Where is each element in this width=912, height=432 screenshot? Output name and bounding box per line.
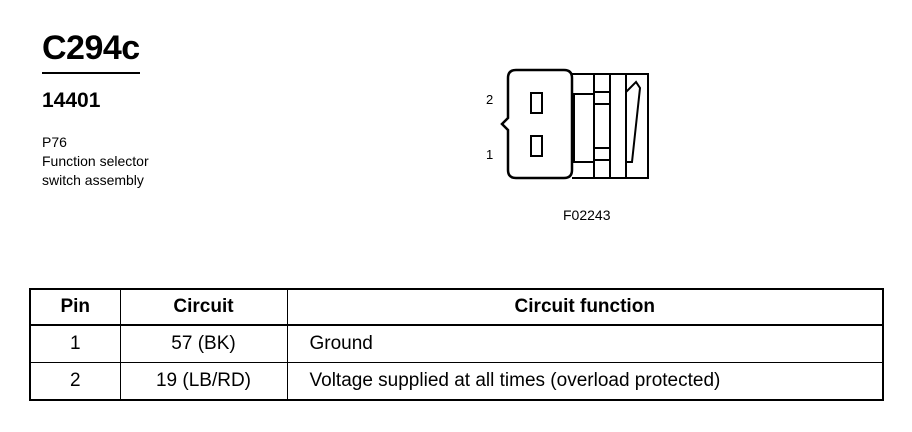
latch-notch-top (573, 93, 594, 163)
description-line: Function selector (42, 153, 149, 169)
column-header-circuit: Circuit (119, 288, 288, 326)
description-line: switch assembly (42, 172, 144, 188)
pin-label-1: 1 (486, 147, 493, 162)
latch-arm (625, 80, 642, 163)
pin-cavity-2 (530, 92, 543, 114)
circuit-cell: 19 (LB/RD) (119, 362, 288, 401)
connector-body (500, 68, 574, 180)
table-row: 2 19 (LB/RD) Voltage supplied at all tim… (29, 362, 884, 401)
circuit-cell: 57 (BK) (119, 324, 288, 363)
table-row: 1 57 (BK) Ground (29, 324, 884, 363)
pin-cavity-1 (530, 135, 543, 157)
column-header-pin: Pin (29, 288, 121, 326)
description-line: P76 (42, 134, 67, 150)
figure-code: F02243 (563, 207, 611, 223)
pin-cell: 1 (29, 324, 121, 363)
part-number: 14401 (42, 89, 101, 112)
component-description: P76 Function selector switch assembly (42, 133, 149, 190)
connector-id: C294c (42, 29, 140, 67)
pinout-table: Pin Circuit Circuit function 1 57 (BK) G… (29, 288, 884, 401)
pin-cell: 2 (29, 362, 121, 401)
title-underline (42, 72, 140, 74)
function-cell: Ground (286, 324, 884, 363)
connector-face-diagram: 2 1 (486, 68, 649, 180)
pin-label-2: 2 (486, 92, 493, 107)
column-header-function: Circuit function (286, 288, 884, 326)
table-header-row: Pin Circuit Circuit function (29, 288, 884, 326)
function-cell: Voltage supplied at all times (overload … (286, 362, 884, 401)
